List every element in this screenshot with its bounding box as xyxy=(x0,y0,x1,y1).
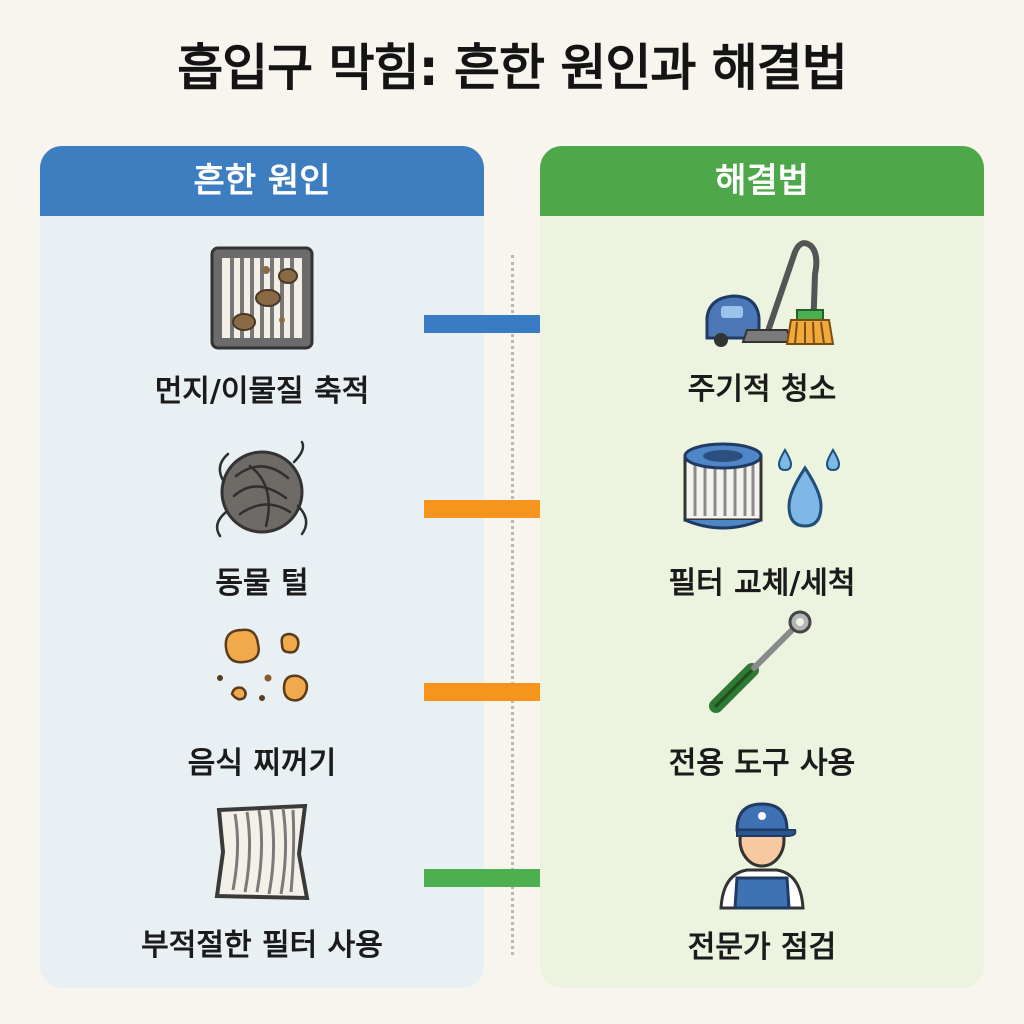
screwdriver-tool-icon xyxy=(540,608,984,728)
damaged-filter-icon xyxy=(40,798,484,918)
solutions-panel: 해결법 주기적 청소 xyxy=(540,146,984,988)
solution-label: 전용 도구 사용 xyxy=(668,746,856,781)
cause-label: 동물 털 xyxy=(215,566,309,601)
causes-panel: 흔한 원인 먼지/이물질 축적 xyxy=(40,146,484,988)
solutions-header: 해결법 xyxy=(540,146,984,216)
solution-label: 전문가 점검 xyxy=(687,930,837,965)
page-title: 흡입구 막힘: 흔한 원인과 해결법 xyxy=(177,39,848,97)
cause-label: 음식 찌꺼기 xyxy=(187,746,337,781)
vacuum-and-brush-icon xyxy=(540,234,984,354)
center-divider xyxy=(511,255,514,955)
hair-clump-icon xyxy=(40,436,484,556)
solution-label: 주기적 청소 xyxy=(687,372,837,407)
causes-header: 흔한 원인 xyxy=(40,146,484,216)
cause-label: 먼지/이물질 축적 xyxy=(154,374,370,409)
dirty-filter-grate-icon xyxy=(40,242,484,362)
cylinder-filter-and-water-icon xyxy=(540,436,984,556)
food-crumbs-icon xyxy=(40,618,484,738)
solution-label: 필터 교체/세척 xyxy=(668,566,856,601)
technician-icon xyxy=(540,796,984,916)
cause-label: 부적절한 필터 사용 xyxy=(141,928,383,963)
